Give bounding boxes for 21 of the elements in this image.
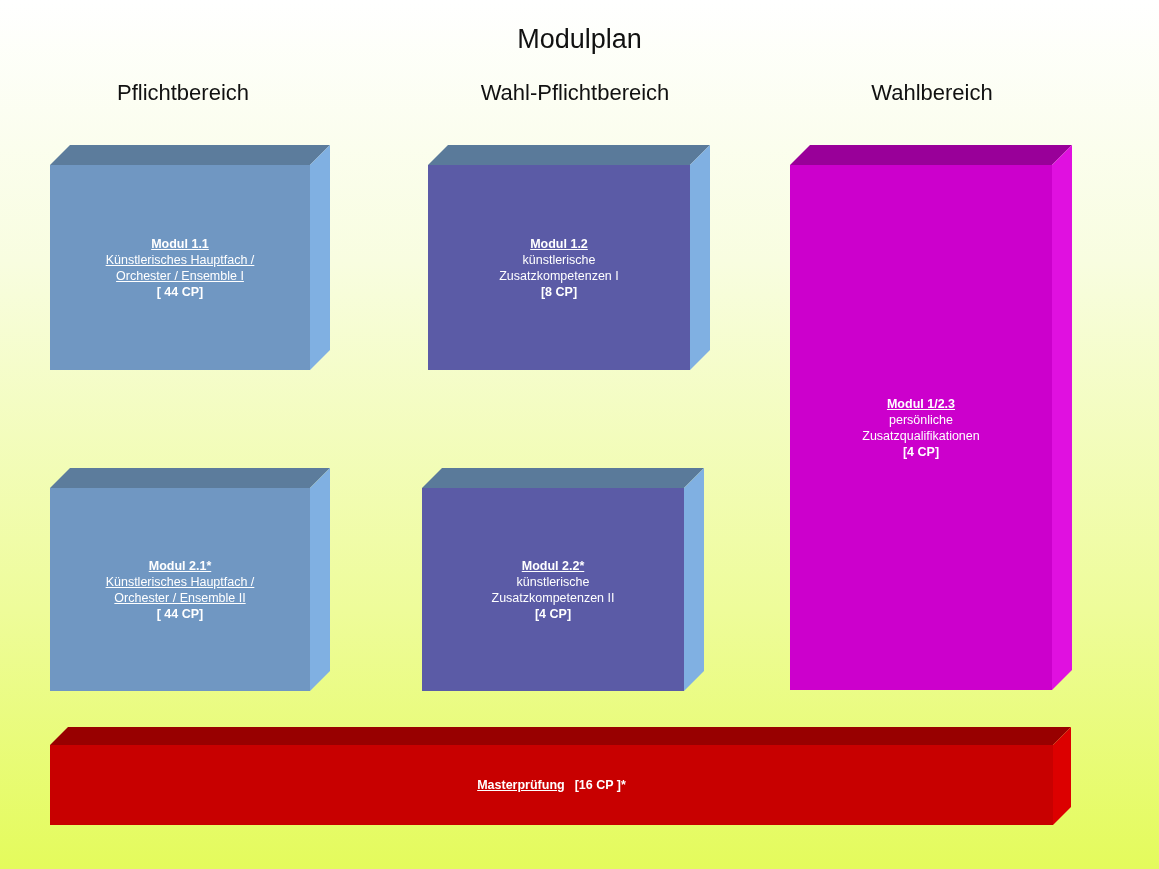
module-title: Modul 2.1* [148,557,212,574]
module-title: Modul 1.2 [530,235,588,252]
diagram-title: Modulplan [516,24,643,55]
credit-points: [8 CP] [540,283,578,300]
column-heading: Wahl-Pflichtbereich [480,80,670,106]
module-description: persönliche Zusatzqualifikationen [861,411,981,444]
credit-points: [4 CP] [534,605,572,622]
module-title: Modul 2.2* [521,557,585,574]
module-title: Modul 1.1 [151,235,209,252]
credit-points: [4 CP] [902,443,940,460]
module-title: Masterprüfung [477,777,565,793]
module-description: künstlerische Zusatzkompetenzen I [498,251,620,284]
module-description: Künstlerisches Hauptfach / Orchester / Ensemble I [104,251,256,284]
credit-points: [16 CP ]* [574,777,626,793]
credit-points: [ 44 CP] [156,605,204,622]
credit-points: [ 44 CP] [156,283,204,300]
column-heading: Wahlbereich [871,80,993,106]
module-description: Künstlerisches Hauptfach / Orchester / Ensemble II [104,573,256,606]
column-heading: Pflichtbereich [116,80,250,106]
module-description: künstlerische Zusatzkompetenzen II [490,573,616,606]
module-title: Modul 1/2.3 [886,395,956,412]
